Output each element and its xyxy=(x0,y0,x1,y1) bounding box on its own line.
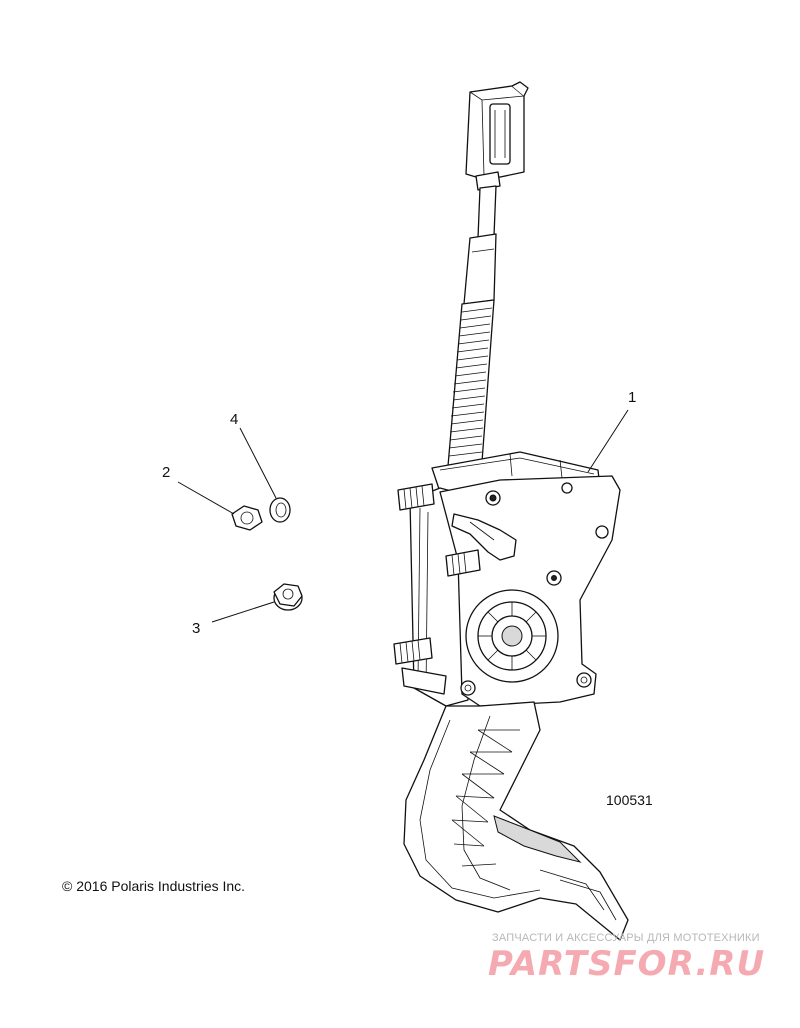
hex-nut xyxy=(231,505,263,531)
diagram-number: 100531 xyxy=(606,792,653,808)
watermark-logo: PARTSFOR.RU xyxy=(488,944,766,984)
callout-3: 3 xyxy=(192,620,200,637)
callout-1: 1 xyxy=(628,389,636,406)
pedal-arm xyxy=(403,701,629,941)
callout-4: 4 xyxy=(230,411,238,428)
callout-2: 2 xyxy=(162,464,170,481)
sensor-rotor xyxy=(465,589,559,683)
wire-connector xyxy=(465,81,529,191)
washer xyxy=(269,497,291,523)
wire-harness xyxy=(447,185,497,467)
watermark-tagline: ЗАПЧАСТИ И АКСЕССУАРЫ ДЛЯ МОТОТЕХНИКИ xyxy=(492,932,760,944)
flange-nut xyxy=(273,583,303,611)
mounting-studs xyxy=(393,483,481,665)
throttle-pedal-assembly xyxy=(393,81,629,941)
copyright-notice: © 2016 Polaris Industries Inc. xyxy=(62,878,246,894)
